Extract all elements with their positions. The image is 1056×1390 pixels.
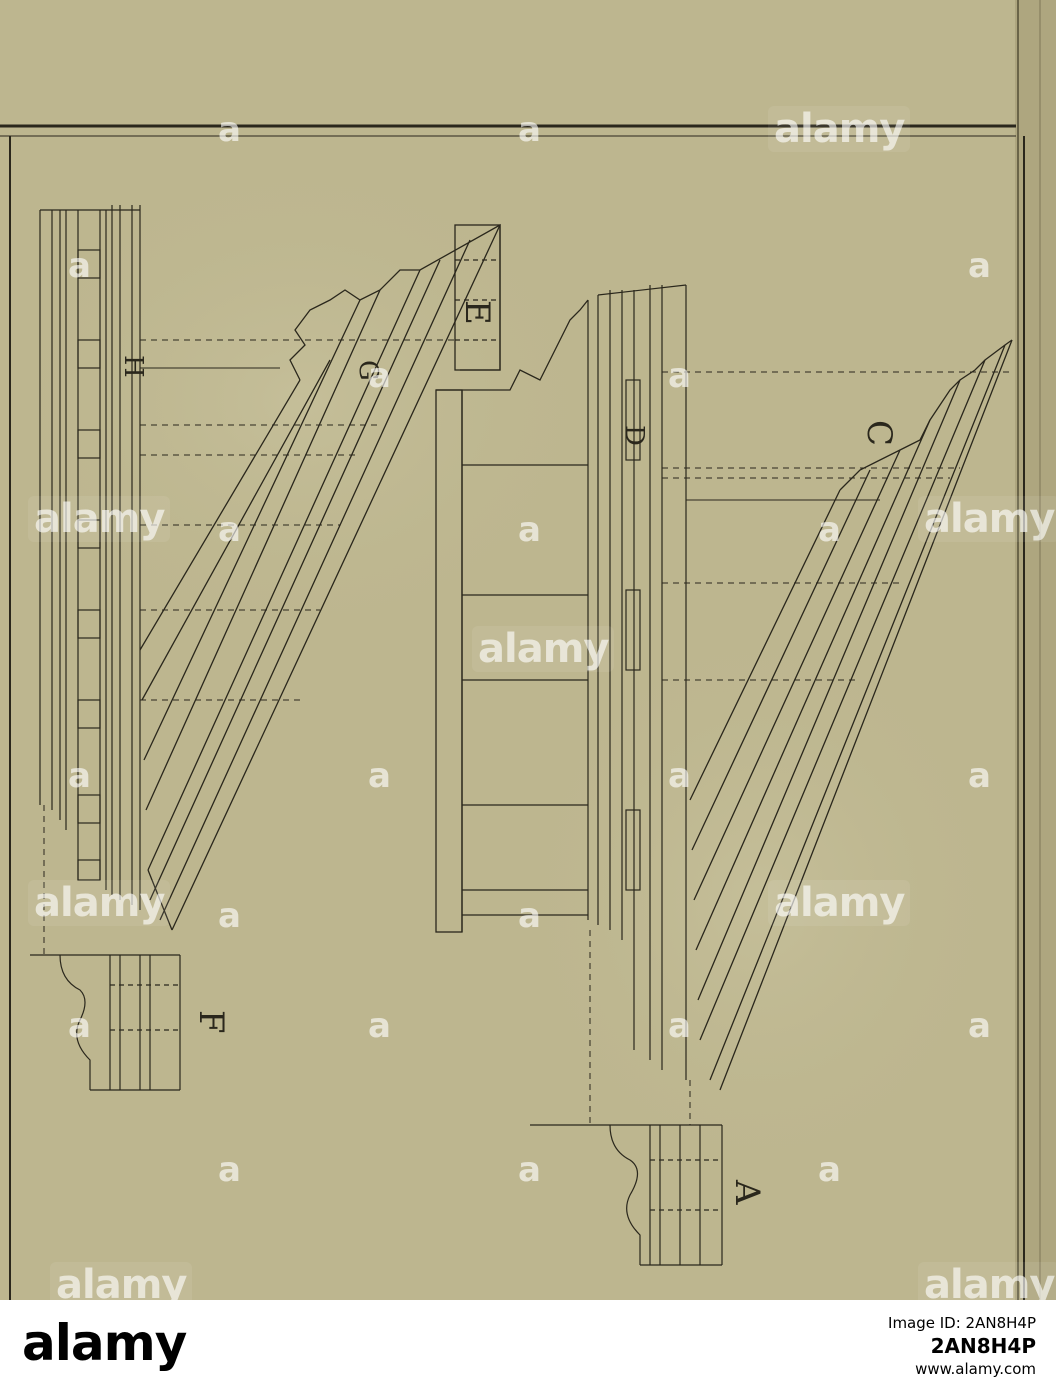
watermark-a: a — [368, 1006, 391, 1046]
watermark-a: a — [68, 1006, 91, 1046]
profile-e-box — [454, 224, 501, 371]
label-d: D — [619, 425, 649, 446]
site-url: www.alamy.com — [915, 1360, 1036, 1378]
elevation-left — [39, 205, 141, 910]
watermark-a: a — [68, 246, 91, 286]
plate-border — [0, 124, 1025, 1300]
watermark-logo: alamy — [768, 106, 911, 152]
label-h: H — [118, 355, 148, 378]
watermark-a: a — [818, 510, 841, 550]
watermark-logo: alamy — [28, 496, 171, 542]
profile-a — [530, 1124, 723, 1266]
profile-f — [30, 954, 181, 1091]
image-id-block: Image ID: 2AN8H4P 2AN8H4P www.alamy.com — [888, 1314, 1036, 1378]
engraving-plate: H G E F D C A a a alamy a a a a alamy al… — [0, 0, 1056, 1300]
elevation-right — [587, 284, 687, 1080]
label-a: A — [727, 1179, 767, 1205]
image-id: 2AN8H4P — [930, 1334, 1036, 1358]
watermark-a: a — [668, 356, 691, 396]
elevation-center — [435, 299, 589, 933]
watermark-a: a — [518, 896, 541, 936]
watermark-a: a — [518, 510, 541, 550]
watermark-a: a — [368, 756, 391, 796]
watermark-a: a — [68, 756, 91, 796]
cornice-drawing: H G E F D C A — [0, 0, 1056, 1300]
watermark-a: a — [218, 1150, 241, 1190]
watermark-a: a — [218, 510, 241, 550]
watermark-a: a — [518, 110, 541, 150]
projection-lines-right — [589, 371, 1012, 1125]
watermark-a: a — [368, 356, 391, 396]
image-id-label: Image ID: 2AN8H4P — [888, 1314, 1036, 1332]
label-c: C — [859, 420, 899, 446]
watermark-a: a — [518, 1150, 541, 1190]
watermark-a: a — [668, 756, 691, 796]
watermark-logo: alamy — [918, 1262, 1056, 1300]
watermark-logo: alamy — [472, 626, 615, 672]
watermark-logo: alamy — [50, 1262, 193, 1300]
label-g: G — [353, 360, 383, 381]
page-edge — [1015, 0, 1056, 1300]
watermark-logo: alamy — [918, 496, 1056, 542]
watermark-a: a — [968, 246, 991, 286]
raking-cornice-right — [689, 339, 1013, 1091]
watermark-logo: alamy — [28, 880, 171, 926]
watermark-logo: alamy — [768, 880, 911, 926]
brand-logo: alamy — [22, 1314, 187, 1372]
watermark-a: a — [218, 110, 241, 150]
footer-bar: alamy Image ID: 2AN8H4P 2AN8H4P www.alam… — [0, 1300, 1056, 1390]
label-e: E — [457, 300, 497, 325]
projection-lines-left — [43, 339, 455, 955]
watermark-a: a — [818, 1150, 841, 1190]
watermark-a: a — [968, 1006, 991, 1046]
watermark-a: a — [218, 896, 241, 936]
watermark-a: a — [668, 1006, 691, 1046]
watermark-a: a — [968, 756, 991, 796]
label-f: F — [191, 1010, 231, 1034]
